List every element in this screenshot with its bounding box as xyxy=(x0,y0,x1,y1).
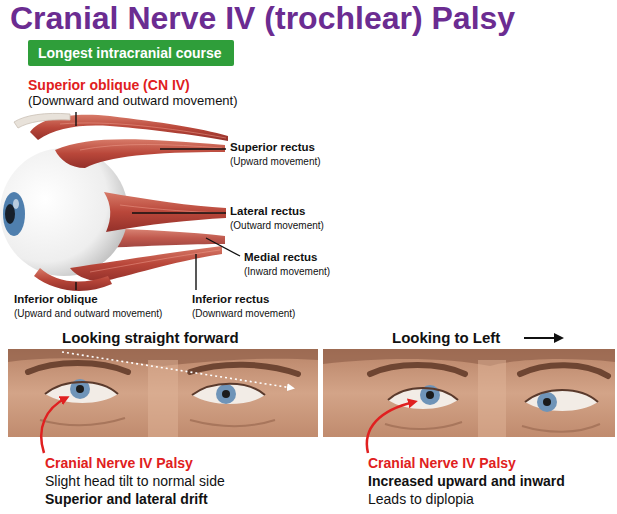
muscle-action: (Outward movement) xyxy=(230,220,324,232)
face-photo xyxy=(323,349,615,437)
callout-text: Leads to diplopia xyxy=(368,491,474,507)
trochlea-tendon xyxy=(14,113,70,128)
callout-text: Superior and lateral drift xyxy=(45,491,208,507)
callout-text: Increased upward and inward xyxy=(368,473,565,489)
callout-heading: Cranial Nerve IV Palsy xyxy=(45,455,193,471)
muscle-name: Medial rectus xyxy=(244,251,318,264)
inferior-oblique xyxy=(34,268,112,291)
face-photo xyxy=(8,349,318,437)
box-text: Longest intracranial course xyxy=(38,45,224,61)
eyeball xyxy=(0,148,128,276)
callout-arrow xyxy=(367,402,414,453)
muscle-name: Inferior oblique xyxy=(14,293,98,306)
callout-heading: Cranial Nerve IV Palsy xyxy=(368,455,516,471)
photo-caption: Looking to Left xyxy=(392,329,500,346)
photo-caption: Looking straight forward xyxy=(62,329,239,346)
muscle-action: (Upward and outward movement) xyxy=(14,308,162,320)
muscle-action: (Downward and outward movement) xyxy=(28,94,238,109)
title: Cranial Nerve IV (trochlear) Palsy xyxy=(10,0,515,37)
muscle-action: (Downward movement) xyxy=(192,308,295,320)
muscle-name: Inferior rectus xyxy=(192,293,269,306)
muscle-action: (Upward movement) xyxy=(230,156,321,168)
callout-arrow xyxy=(41,398,66,453)
callout-text: Slight head tilt to normal side xyxy=(45,473,225,489)
leader-lines xyxy=(76,112,240,290)
muscle-action: (Inward movement) xyxy=(244,266,330,278)
lateral-rectus xyxy=(104,192,226,232)
eye-anatomy xyxy=(0,113,228,291)
tag-box: Longest intracranial course xyxy=(28,40,234,66)
iris xyxy=(3,192,25,236)
muscle-name: Lateral rectus xyxy=(230,205,305,218)
inferior-rectus xyxy=(70,246,222,282)
muscle-name: Superior rectus xyxy=(230,141,315,154)
superior-rectus xyxy=(55,139,225,168)
direction-arrow xyxy=(524,337,560,339)
muscle-name: Superior oblique (CN IV) xyxy=(28,77,190,93)
pupil xyxy=(5,204,15,224)
